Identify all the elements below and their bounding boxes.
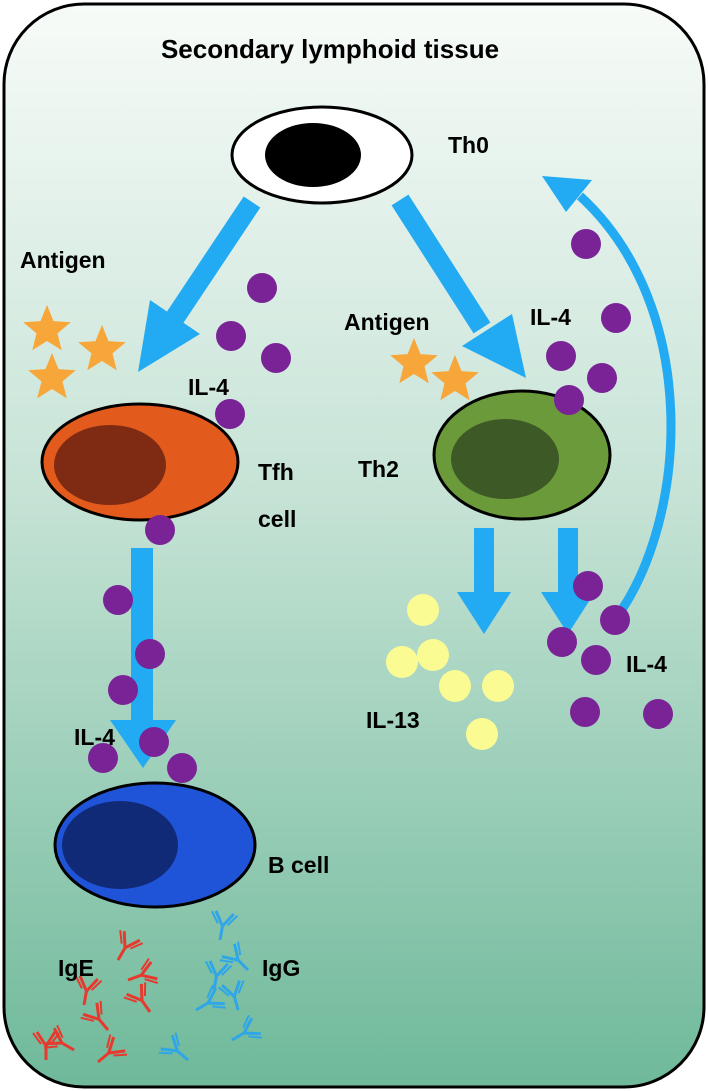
il4-molecule — [103, 585, 133, 615]
igg-label: IgG — [262, 955, 300, 981]
th2-cell — [432, 389, 612, 521]
il4-molecule — [643, 699, 673, 729]
il4-molecule — [216, 321, 246, 351]
arrow-th2-to-il4-head — [541, 592, 595, 634]
il4-molecule — [581, 645, 611, 675]
il4-molecule — [139, 727, 169, 757]
il4-molecules — [88, 229, 673, 783]
antigen-star — [431, 355, 479, 401]
arrow-il4-feedback-head — [542, 176, 592, 212]
b-cell-label: B cell — [268, 852, 329, 878]
arrow-th0-to-th2 — [391, 194, 491, 334]
il13-molecules — [386, 594, 514, 750]
il13-molecule — [407, 594, 439, 626]
th0-nucleus — [265, 123, 361, 187]
th0-cell — [230, 105, 414, 205]
il4-molecule — [145, 515, 175, 545]
antigen-star — [23, 305, 71, 351]
il4-molecule — [247, 273, 277, 303]
arrows — [110, 176, 676, 768]
ige-label: IgE — [58, 955, 94, 981]
il4-molecule — [135, 639, 165, 669]
il4-molecule — [570, 697, 600, 727]
il13-molecule — [417, 639, 449, 671]
arrow-th2-to-il13-head — [457, 592, 511, 634]
il13-molecule — [482, 670, 514, 702]
il4-molecule — [600, 605, 630, 635]
tfh-cell — [40, 402, 240, 522]
antigen-star — [390, 338, 438, 384]
il4-label-th2: IL-4 — [530, 304, 571, 330]
th0-label: Th0 — [448, 132, 489, 158]
il4-molecule — [587, 363, 617, 393]
antigen-label-left: Antigen — [20, 247, 106, 273]
diagram-title: Secondary lymphoid tissue — [161, 34, 499, 64]
arrow-th0-to-tfh-head — [138, 300, 200, 372]
il4-molecule — [261, 343, 291, 373]
antigen-stars — [23, 305, 479, 401]
tfh-label-line1: Tfh — [258, 459, 294, 485]
il13-molecule — [466, 718, 498, 750]
il4-molecule — [571, 229, 601, 259]
arrow-th0-to-th2-head — [462, 314, 526, 378]
il4-molecule — [546, 341, 576, 371]
il4-molecule — [601, 303, 631, 333]
il4-molecule — [554, 385, 584, 415]
il13-molecule — [386, 646, 418, 678]
th2-label: Th2 — [358, 456, 399, 482]
il4-label-tfh: IL-4 — [188, 374, 229, 400]
il4-molecule — [88, 743, 118, 773]
il13-molecule — [439, 670, 471, 702]
th2-nucleus — [451, 419, 559, 499]
il4-molecule — [167, 753, 197, 783]
il4-molecule — [547, 627, 577, 657]
il4-molecule — [215, 399, 245, 429]
b-cell — [53, 781, 257, 909]
il13-label: IL-13 — [366, 707, 420, 733]
tfh-nucleus — [54, 425, 166, 505]
arrow-th0-to-tfh — [163, 196, 261, 328]
antigen-star — [28, 353, 76, 399]
arrow-il4-feedback — [576, 192, 676, 621]
antigen-star — [78, 325, 126, 371]
il4-molecule — [573, 571, 603, 601]
b-cell-nucleus — [62, 801, 178, 889]
il4-molecule — [108, 675, 138, 705]
antigen-label-right: Antigen — [344, 309, 430, 335]
tfh-label-line2: cell — [258, 506, 296, 532]
il4-label-bcell: IL-4 — [74, 724, 115, 750]
il4-label-loop: IL-4 — [626, 651, 667, 677]
